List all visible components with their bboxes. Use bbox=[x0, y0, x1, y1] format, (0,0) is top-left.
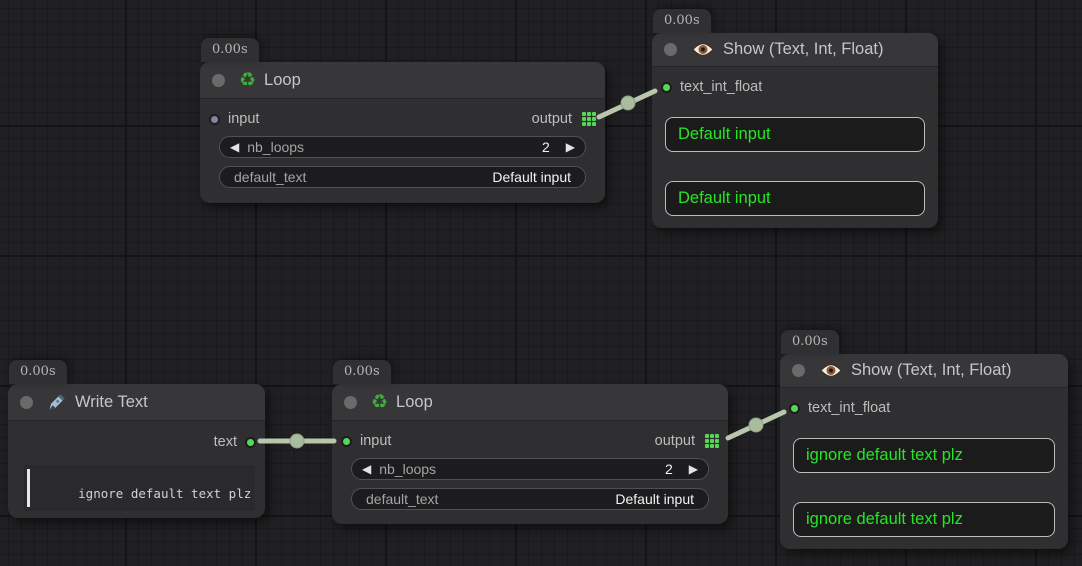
show-output-box[interactable]: Default input bbox=[665, 181, 925, 216]
node-title-bar[interactable]: ♻ Loop bbox=[200, 62, 605, 99]
execution-time-badge: 0.00s bbox=[201, 38, 259, 62]
output-slot-label: output bbox=[654, 433, 695, 449]
execution-time-badge: 0.00s bbox=[9, 360, 67, 384]
node-title-bar[interactable]: Show (Text, Int, Float) bbox=[652, 33, 938, 67]
show-output-box[interactable]: ignore default text plz bbox=[793, 502, 1055, 537]
pen-icon bbox=[47, 392, 67, 412]
input-slot-label: input bbox=[228, 111, 260, 127]
widget-label: default_text bbox=[366, 491, 439, 507]
output-grid-icon[interactable] bbox=[582, 112, 596, 126]
execution-time-badge: 0.00s bbox=[333, 360, 391, 384]
increment-arrow-icon[interactable]: ▶ bbox=[565, 140, 575, 154]
widget-label: nb_loops bbox=[247, 139, 305, 155]
node-show-bottom[interactable]: 0.00s Show (Text, Int, Float) text_int_f… bbox=[780, 330, 1068, 549]
text-input-area[interactable]: ignore default text plz bbox=[24, 465, 255, 511]
wire-loop-bottom-to-show-bottom bbox=[725, 409, 787, 441]
widget-value: 2 bbox=[541, 139, 550, 155]
eye-icon bbox=[691, 42, 715, 57]
widget-label: nb_loops bbox=[379, 461, 437, 477]
wire-loop-top-to-show-top bbox=[596, 88, 658, 120]
node-title-bar[interactable]: Show (Text, Int, Float) bbox=[780, 354, 1068, 388]
output-grid-icon[interactable] bbox=[705, 434, 719, 448]
collapse-dot[interactable] bbox=[20, 395, 33, 409]
execution-time-badge: 0.00s bbox=[781, 330, 839, 354]
execution-time-badge: 0.00s bbox=[653, 9, 711, 33]
widget-value: 2 bbox=[664, 461, 673, 477]
node-show-top[interactable]: 0.00s Show (Text, Int, Float) text_int_f… bbox=[652, 9, 938, 228]
collapse-dot[interactable] bbox=[792, 364, 805, 377]
output-slot-label: text bbox=[213, 434, 237, 450]
increment-arrow-icon[interactable]: ▶ bbox=[688, 462, 698, 476]
nb-loops-stepper[interactable]: ◀ nb_loops 2 ▶ bbox=[351, 458, 709, 480]
collapse-dot[interactable] bbox=[212, 73, 225, 87]
node-title: Loop bbox=[396, 392, 433, 411]
node-title: Show (Text, Int, Float) bbox=[723, 40, 884, 58]
output-slot-dot[interactable] bbox=[245, 436, 256, 448]
widget-label: default_text bbox=[234, 169, 307, 185]
node-title-bar[interactable]: Write Text bbox=[8, 384, 265, 421]
recycle-icon: ♻ bbox=[239, 68, 257, 91]
collapse-dot[interactable] bbox=[664, 43, 677, 56]
collapse-dot[interactable] bbox=[344, 395, 357, 409]
decrement-arrow-icon[interactable]: ◀ bbox=[362, 462, 372, 476]
node-title: Show (Text, Int, Float) bbox=[851, 361, 1012, 379]
input-slot-label: input bbox=[360, 433, 392, 449]
input-slot-dot[interactable] bbox=[661, 81, 672, 93]
input-slot-dot[interactable] bbox=[209, 113, 220, 125]
input-slot-dot[interactable] bbox=[341, 435, 352, 447]
widget-value: Default input bbox=[615, 491, 694, 507]
node-write-text[interactable]: 0.00s Write Text text ignore default tex… bbox=[8, 360, 265, 518]
default-text-widget[interactable]: default_text Default input bbox=[219, 166, 586, 188]
node-loop-top[interactable]: 0.00s ♻ Loop input output ◀ nb_loops 2 ▶… bbox=[200, 38, 605, 203]
eye-icon bbox=[819, 363, 843, 378]
output-slot-label: output bbox=[531, 111, 572, 127]
show-output-box[interactable]: Default input bbox=[665, 117, 925, 152]
recycle-icon: ♻ bbox=[371, 390, 389, 413]
input-slot-dot[interactable] bbox=[789, 402, 800, 414]
show-output-box[interactable]: ignore default text plz bbox=[793, 438, 1055, 473]
text-caret bbox=[27, 469, 30, 507]
decrement-arrow-icon[interactable]: ◀ bbox=[230, 140, 240, 154]
wire-midpoint-dot bbox=[289, 433, 305, 449]
wire-midpoint-dot bbox=[748, 417, 764, 433]
node-loop-bottom[interactable]: 0.00s ♻ Loop input output ◀ nb_loops 2 ▶… bbox=[332, 360, 728, 524]
input-slot-label: text_int_float bbox=[680, 79, 763, 95]
widget-value: Default input bbox=[492, 169, 571, 185]
input-slot-label: text_int_float bbox=[808, 400, 891, 416]
default-text-widget[interactable]: default_text Default input bbox=[351, 488, 709, 510]
node-title: Write Text bbox=[75, 392, 148, 411]
node-title: Loop bbox=[264, 70, 301, 89]
textarea-content: ignore default text plz bbox=[78, 486, 252, 501]
nb-loops-stepper[interactable]: ◀ nb_loops 2 ▶ bbox=[219, 136, 586, 158]
node-title-bar[interactable]: ♻ Loop bbox=[332, 384, 728, 421]
wire-midpoint-dot bbox=[620, 95, 636, 111]
